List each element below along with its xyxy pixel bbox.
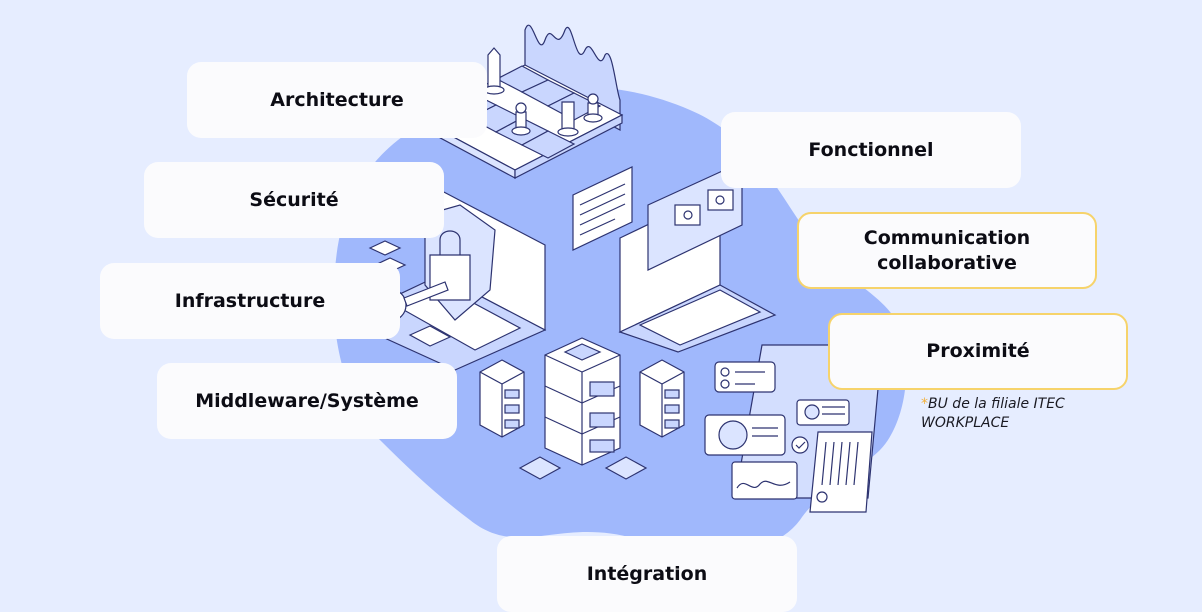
- server-stack-icon: [479, 337, 685, 480]
- card-securite-label: Sécurité: [249, 188, 339, 211]
- card-architecture[interactable]: Architecture: [187, 62, 487, 138]
- card-integration[interactable]: Intégration: [497, 536, 797, 612]
- laptop-dashboard-icon: [618, 161, 777, 353]
- card-proximite[interactable]: Proximité: [828, 313, 1128, 390]
- card-proximite-label: Proximité: [926, 340, 1030, 362]
- chessboard-icon: [416, 24, 624, 180]
- card-fonctionnel-label: Fonctionnel: [808, 138, 934, 161]
- card-fonctionnel[interactable]: Fonctionnel: [721, 112, 1021, 188]
- card-communication[interactable]: Communication collaborative: [797, 212, 1097, 289]
- card-integration-label: Intégration: [586, 562, 708, 585]
- footnote-text: BU de la filiale ITEC WORKPLACE: [921, 396, 1065, 431]
- card-middleware[interactable]: Middleware/Système: [157, 363, 457, 439]
- card-securite[interactable]: Sécurité: [144, 162, 444, 238]
- code-window-icon: [572, 166, 633, 251]
- card-communication-label: Communication collaborative: [863, 226, 1031, 274]
- card-middleware-label: Middleware/Système: [195, 389, 419, 412]
- footnote-marker: *: [921, 396, 928, 412]
- footnote: *BU de la filiale ITEC WORKPLACE: [921, 395, 1101, 433]
- card-infrastructure-label: Infrastructure: [174, 289, 326, 312]
- card-infrastructure[interactable]: Infrastructure: [100, 263, 400, 339]
- card-architecture-label: Architecture: [270, 88, 404, 111]
